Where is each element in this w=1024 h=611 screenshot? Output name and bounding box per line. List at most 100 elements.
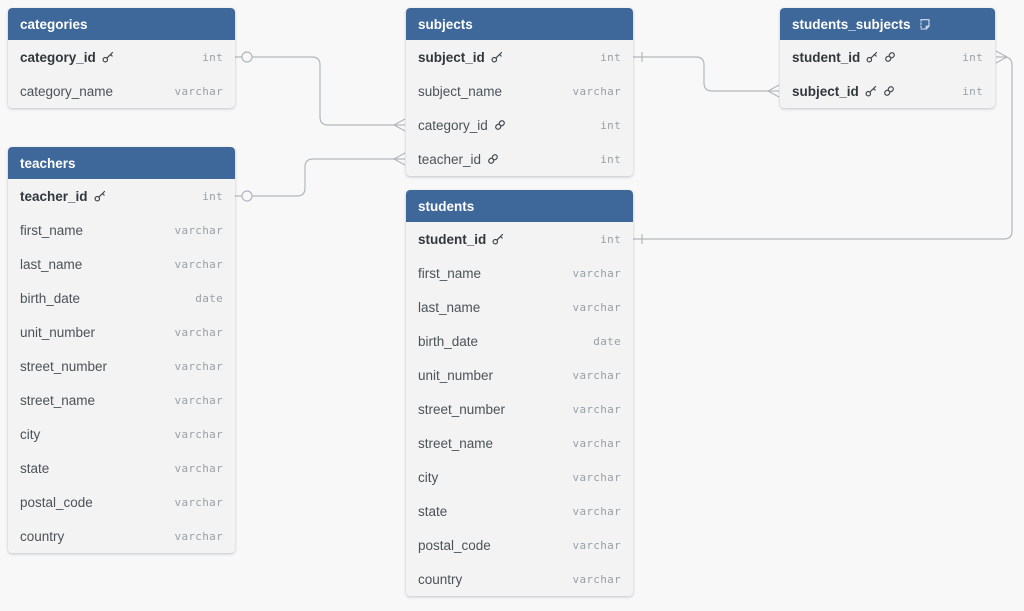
table-row[interactable]: state varchar bbox=[8, 451, 235, 485]
table-row[interactable]: last_name varchar bbox=[406, 290, 633, 324]
table-header[interactable]: teachers bbox=[8, 147, 235, 179]
field-type: varchar bbox=[572, 402, 621, 416]
key-icon bbox=[102, 51, 114, 63]
key-icon bbox=[94, 190, 106, 202]
field-name: street_number bbox=[418, 401, 506, 417]
table-students_subjects[interactable]: students_subjects student_id bbox=[780, 8, 995, 108]
table-row[interactable]: category_id int bbox=[8, 40, 235, 74]
table-row[interactable]: street_name varchar bbox=[406, 426, 633, 460]
field-name: last_name bbox=[418, 299, 481, 315]
field-name: country bbox=[20, 528, 65, 544]
table-row[interactable]: last_name varchar bbox=[8, 247, 235, 281]
field-type: int bbox=[600, 152, 621, 166]
relation-line[interactable] bbox=[633, 56, 768, 92]
field-name: first_name bbox=[418, 265, 482, 281]
table-row[interactable]: state varchar bbox=[406, 494, 633, 528]
field-type: varchar bbox=[174, 257, 223, 271]
key-icon bbox=[492, 233, 504, 245]
field-type: varchar bbox=[174, 461, 223, 475]
field-name: state bbox=[418, 503, 448, 519]
key-icon bbox=[491, 51, 503, 63]
link-icon bbox=[884, 51, 896, 63]
table-row[interactable]: student_id int bbox=[406, 222, 633, 256]
table-rows: category_id int category_name bbox=[8, 40, 235, 108]
table-row[interactable]: unit_number varchar bbox=[406, 358, 633, 392]
field-name: unit_number bbox=[20, 324, 96, 340]
table-row[interactable]: unit_number varchar bbox=[8, 315, 235, 349]
table-row[interactable]: subject_id int bbox=[406, 40, 633, 74]
table-header[interactable]: categories bbox=[8, 8, 235, 40]
table-rows: student_id int subject_id bbox=[780, 40, 995, 108]
field-type: varchar bbox=[174, 223, 223, 237]
table-row[interactable]: postal_code varchar bbox=[8, 485, 235, 519]
many-marker-crowfoot bbox=[767, 84, 780, 92]
field-name: last_name bbox=[20, 256, 83, 272]
field-type: int bbox=[962, 50, 983, 64]
relation-teachers-subjects[interactable] bbox=[235, 152, 406, 202]
table-row[interactable]: street_number varchar bbox=[8, 349, 235, 383]
field-type: varchar bbox=[572, 504, 621, 518]
table-row[interactable]: teacher_id int bbox=[406, 142, 633, 176]
field-name: teacher_id bbox=[418, 151, 482, 167]
table-categories[interactable]: categories category_id bbox=[8, 8, 235, 108]
table-row[interactable]: subject_id int bbox=[780, 74, 995, 108]
table-row[interactable]: birth_date date bbox=[406, 324, 633, 358]
many-marker-crowfoot bbox=[393, 158, 406, 166]
many-marker-crowfoot bbox=[767, 90, 780, 98]
table-title: subjects bbox=[418, 16, 473, 32]
key-icon bbox=[866, 51, 878, 63]
table-row[interactable]: category_name varchar bbox=[8, 74, 235, 108]
relation-line[interactable] bbox=[235, 158, 394, 197]
field-type: int bbox=[600, 118, 621, 132]
field-type: int bbox=[202, 189, 223, 203]
field-type: varchar bbox=[572, 538, 621, 552]
many-marker-crowfoot bbox=[995, 50, 1008, 58]
table-row[interactable]: country varchar bbox=[8, 519, 235, 553]
field-name: street_name bbox=[20, 392, 96, 408]
table-row[interactable]: street_number varchar bbox=[406, 392, 633, 426]
field-type: varchar bbox=[174, 84, 223, 98]
field-name: student_id bbox=[792, 49, 861, 65]
field-type: varchar bbox=[174, 529, 223, 543]
table-header[interactable]: students_subjects bbox=[780, 8, 995, 40]
table-row[interactable]: first_name varchar bbox=[406, 256, 633, 290]
field-name: street_name bbox=[418, 435, 494, 451]
table-row[interactable]: postal_code varchar bbox=[406, 528, 633, 562]
table-teachers[interactable]: teachers teacher_id bbox=[8, 147, 235, 553]
relation-categories-subjects[interactable] bbox=[235, 51, 406, 132]
field-name: city bbox=[20, 426, 41, 442]
table-row[interactable]: country varchar bbox=[406, 562, 633, 596]
field-name: postal_code bbox=[418, 537, 491, 553]
table-students[interactable]: students student_id bbox=[406, 190, 633, 596]
relation-line[interactable] bbox=[235, 56, 394, 126]
many-marker-crowfoot bbox=[393, 152, 406, 160]
field-name: category_name bbox=[20, 83, 114, 99]
table-row[interactable]: category_id int bbox=[406, 108, 633, 142]
table-row[interactable]: city varchar bbox=[8, 417, 235, 451]
table-rows: student_id int first_name bbox=[406, 222, 633, 596]
table-row[interactable]: teacher_id int bbox=[8, 179, 235, 213]
table-row[interactable]: subject_name varchar bbox=[406, 74, 633, 108]
field-name: country bbox=[418, 571, 463, 587]
field-name: subject_id bbox=[792, 83, 859, 99]
table-row[interactable]: city varchar bbox=[406, 460, 633, 494]
relation-subjects-students_subjects[interactable] bbox=[633, 52, 780, 98]
field-name: subject_name bbox=[418, 83, 503, 99]
relation-students-students_subjects[interactable] bbox=[633, 50, 1013, 244]
field-name: student_id bbox=[418, 231, 487, 247]
field-name: postal_code bbox=[20, 494, 93, 510]
table-row[interactable]: street_name varchar bbox=[8, 383, 235, 417]
table-subjects[interactable]: subjects subject_id bbox=[406, 8, 633, 176]
field-name: birth_date bbox=[418, 333, 479, 349]
field-type: varchar bbox=[174, 427, 223, 441]
link-icon bbox=[487, 153, 499, 165]
table-header[interactable]: students bbox=[406, 190, 633, 222]
table-row[interactable]: first_name varchar bbox=[8, 213, 235, 247]
field-type: int bbox=[202, 50, 223, 64]
table-row[interactable]: student_id int bbox=[780, 40, 995, 74]
field-name: state bbox=[20, 460, 50, 476]
table-header[interactable]: subjects bbox=[406, 8, 633, 40]
table-row[interactable]: birth_date date bbox=[8, 281, 235, 315]
field-type: varchar bbox=[174, 359, 223, 373]
